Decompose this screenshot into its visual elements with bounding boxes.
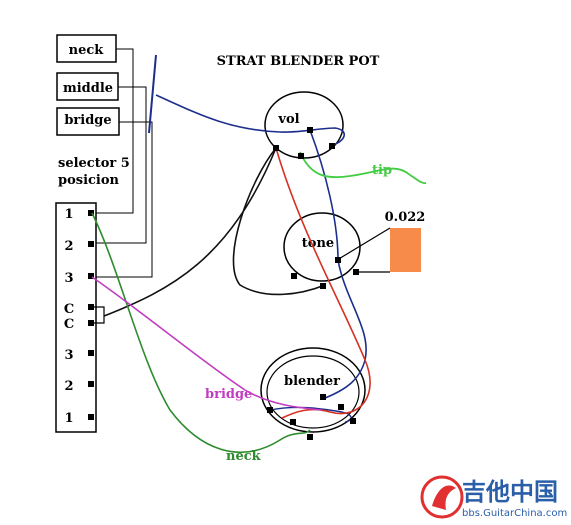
pickup-middle-label: middle — [63, 81, 113, 96]
guitar-logo-icon — [420, 475, 464, 519]
signal-wire-navy — [309, 129, 367, 399]
selector-terminal-label: 2 — [64, 379, 73, 394]
solder-points — [267, 127, 359, 440]
pickup-middle: middle — [56, 72, 119, 101]
blender-pot-label: blender — [284, 374, 340, 389]
pickup-neck-label: neck — [69, 43, 105, 58]
pickup-bridge: bridge — [56, 107, 120, 136]
selector-caption-line2: posicion — [58, 173, 120, 188]
volume-pot-label: vol — [277, 112, 299, 127]
selector-terminal-label: 3 — [64, 271, 73, 286]
selector-terminal-label: C — [64, 302, 74, 317]
tone-capacitor: 0.022 — [336, 210, 426, 273]
selector-terminal-label: 1 — [64, 411, 73, 426]
capacitor-value: 0.022 — [385, 210, 426, 225]
tone-wire — [232, 147, 326, 296]
neck-wire-label: neck — [226, 449, 262, 464]
pickup-bridge-label: bridge — [64, 113, 111, 128]
tone-pot: tone — [283, 212, 361, 282]
selector-terminal-label: 2 — [64, 239, 73, 254]
bridge-wire-label: bridge — [205, 387, 252, 402]
diagram-title: STRAT BLENDER POT — [217, 54, 380, 69]
watermark-brand: 吉他中国 — [462, 478, 558, 506]
guitar-logo-shape — [432, 485, 456, 510]
blender-pot: blender — [260, 347, 366, 433]
pickup-neck: neck — [56, 34, 117, 63]
selector-terminal-label: 3 — [64, 348, 73, 363]
ground-wire — [155, 94, 345, 146]
tip-wire — [299, 151, 427, 185]
selector-terminal-label: C — [64, 317, 74, 332]
selector-caption-line1: selector 5 — [58, 156, 130, 171]
tip-wire-label: tip — [372, 163, 392, 178]
common-wire — [103, 147, 277, 317]
bridge-wire — [91, 276, 323, 411]
ground-bar — [148, 54, 157, 134]
watermark-url: bbs.GuitarChina.com — [462, 508, 567, 519]
watermark: 吉他中国 bbs.GuitarChina.com — [420, 475, 567, 519]
tone-pot-label: tone — [302, 236, 334, 251]
selector-switch: 1 2 3 C C 3 2 1 — [55, 202, 105, 433]
selector-terminal-label: 1 — [64, 207, 73, 222]
pickup-leads — [92, 48, 153, 278]
neck-wire — [91, 212, 311, 454]
